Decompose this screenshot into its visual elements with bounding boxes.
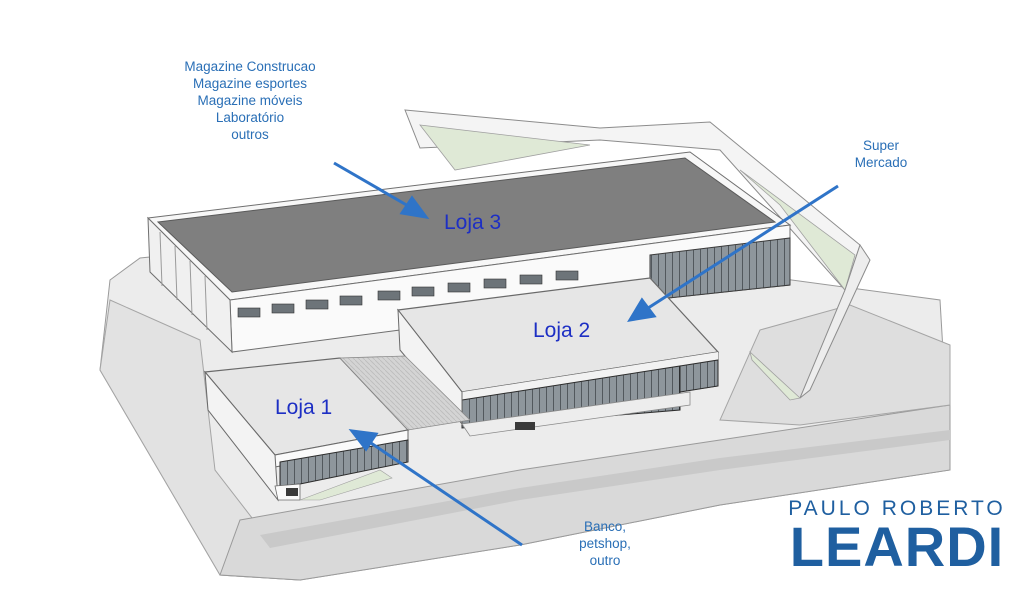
arrow-head-loja-1 xyxy=(348,429,379,452)
building-loja-1 xyxy=(203,355,471,502)
tenant-label: Mercado xyxy=(854,155,908,170)
annotation-arrows xyxy=(333,161,839,547)
tenant-label: Magazine Construcao xyxy=(184,59,316,74)
road xyxy=(219,404,951,581)
building-loja-2 xyxy=(396,277,720,437)
arrow-loja-1 xyxy=(367,439,523,547)
tenants-loja-3: Magazine Construcao Magazine esportes Ma… xyxy=(165,58,335,143)
tenants-loja-1: Banco, petshop, outro xyxy=(560,518,650,569)
lawn xyxy=(419,124,591,171)
arrow-head-loja-2 xyxy=(627,297,657,323)
arrow-head-loja-3 xyxy=(399,195,430,220)
tenant-label: outros xyxy=(231,127,269,142)
store-name-loja-1: Loja 1 xyxy=(275,396,333,419)
tenant-label: Banco, xyxy=(583,519,627,534)
tenants-loja-2: Super Mercado xyxy=(836,137,926,171)
retaining-wall xyxy=(404,109,871,401)
store-name-loja-3: Loja 3 xyxy=(444,211,502,234)
tenant-label: Super xyxy=(862,138,900,153)
tenant-label: outro xyxy=(589,553,621,568)
tenant-label: Laboratório xyxy=(215,110,285,125)
brand-line-2: LEARDI xyxy=(789,515,1005,578)
arrow-loja-2 xyxy=(644,184,839,312)
brand-line-1: PAULO ROBERTO xyxy=(788,497,1006,520)
store-name-loja-2: Loja 2 xyxy=(533,319,591,342)
tenant-label: Magazine esportes xyxy=(192,76,308,91)
arrow-loja-3 xyxy=(333,161,411,209)
building-loja-3 xyxy=(146,151,792,354)
tenant-label: petshop, xyxy=(579,536,631,551)
tenant-label: Magazine móveis xyxy=(197,93,303,108)
